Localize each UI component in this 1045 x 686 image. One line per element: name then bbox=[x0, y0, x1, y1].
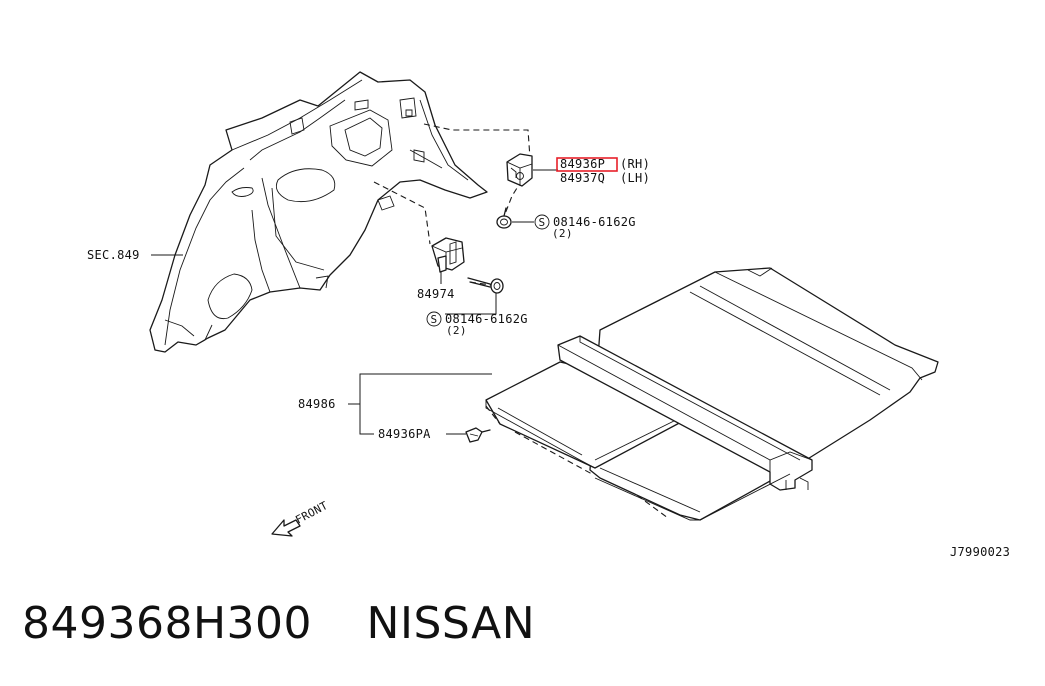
clip-84936pa-icon bbox=[465, 427, 491, 443]
bolt-top-qty: (2) bbox=[552, 227, 573, 240]
board-84986-label: 84986 bbox=[298, 397, 336, 411]
bracket-84974-label: 84974 bbox=[417, 287, 455, 301]
bracket-84974-part bbox=[431, 237, 465, 273]
screw-symbol-mid-icon bbox=[426, 311, 442, 327]
trim-bracket-part bbox=[506, 153, 533, 187]
highlight-box bbox=[556, 157, 618, 172]
bolt-mid-icon bbox=[467, 277, 504, 294]
bolt-top-icon bbox=[496, 207, 512, 229]
screw-symbol-top-text: S bbox=[539, 216, 546, 229]
caption-brand: NISSAN bbox=[366, 598, 536, 649]
parts-diagram: SEC.849 84936P (RH) 84937Q (LH) S 08146-… bbox=[87, 71, 1010, 559]
bolt-mid-qty: (2) bbox=[446, 324, 467, 337]
front-label: FRONT bbox=[293, 499, 330, 527]
bolt-mid-leader bbox=[445, 293, 497, 315]
board-leader-bracket bbox=[359, 373, 492, 435]
bolt-mid-label: 08146-6162G bbox=[445, 312, 528, 326]
part-lh-label: 84937Q bbox=[560, 171, 605, 185]
clip-84936pa-label: 84936PA bbox=[378, 427, 431, 441]
part-rh-label: 84936P bbox=[560, 157, 605, 171]
part-rh-side-label: (RH) bbox=[620, 157, 650, 171]
sec-849-label: SEC.849 bbox=[87, 248, 140, 262]
drawing-code-label: J7990023 bbox=[950, 545, 1010, 559]
part-lh-side-label: (LH) bbox=[620, 171, 650, 185]
screw-symbol-top-icon bbox=[534, 214, 550, 230]
cargo-board-assembly bbox=[485, 267, 939, 521]
caption-part-number: 849368H300 bbox=[22, 598, 313, 649]
side-trim-panel bbox=[149, 71, 488, 353]
bolt-top-label: 08146-6162G bbox=[553, 215, 636, 229]
front-arrow-icon bbox=[271, 519, 301, 537]
screw-symbol-mid-text: S bbox=[431, 313, 438, 326]
part-caption: 849368H300 NISSAN bbox=[22, 598, 535, 649]
